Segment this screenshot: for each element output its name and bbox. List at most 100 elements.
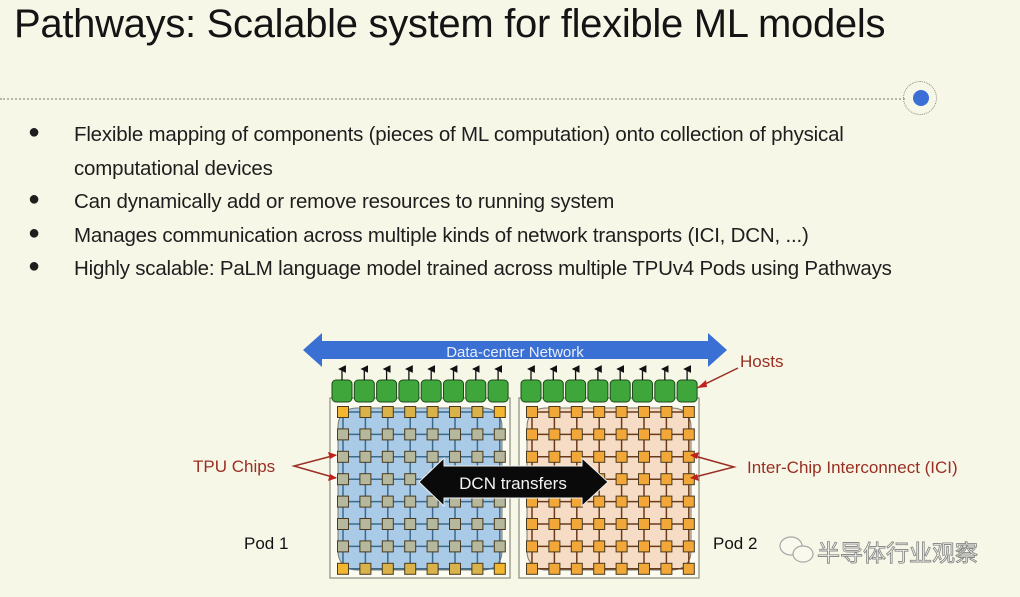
tpu-chip: [638, 450, 650, 463]
tpu-chip: [471, 562, 484, 575]
dcn-label: DCN transfers: [459, 474, 567, 493]
tpu-chip: [526, 450, 538, 463]
tpu-chip: [615, 540, 628, 553]
tpu-chip: [404, 428, 417, 441]
bullet-marker: ●: [28, 255, 40, 277]
host: [353, 379, 375, 403]
tpu-chip: [638, 562, 650, 575]
host: [542, 379, 564, 403]
tpu-chip: [615, 428, 628, 441]
tpu-chip: [615, 406, 628, 418]
tpu-chip: [449, 562, 461, 575]
bullet-text: Highly scalable: PaLM language model tra…: [74, 257, 892, 280]
tpu-chip: [682, 562, 695, 575]
host: [520, 379, 542, 403]
tpu-chip: [471, 428, 484, 441]
tpu-chip: [404, 406, 417, 418]
tpu-chip: [660, 495, 673, 508]
tpu-chips-label: TPU Chips: [193, 457, 275, 476]
tpu-chip: [337, 518, 349, 530]
tpu-chip: [548, 518, 561, 530]
tpu-chip: [493, 450, 506, 463]
tpu-chip: [449, 518, 461, 530]
tpu-chip: [570, 428, 583, 441]
tpu-chip: [682, 540, 695, 553]
tpu-chip: [548, 428, 561, 441]
host: [676, 379, 698, 403]
host: [331, 379, 353, 403]
tpu-chip: [570, 406, 583, 418]
host: [632, 379, 653, 403]
tpu-chip: [593, 562, 606, 575]
ici-pointer-head: [690, 452, 699, 459]
tpu-chip: [404, 518, 417, 530]
host: [587, 379, 609, 403]
tpu-chip: [337, 473, 349, 486]
host: [465, 379, 487, 403]
data-center-network-arrow: [303, 333, 727, 367]
ici-pointer-head: [690, 474, 699, 481]
tpu-chip: [381, 518, 394, 530]
host: [398, 379, 420, 403]
tpu-chip: [660, 518, 673, 530]
tpu-chip: [526, 540, 538, 553]
tpu-chip: [638, 540, 650, 553]
tpu-chip: [426, 428, 439, 441]
tpu-chip: [359, 495, 372, 508]
progress-indicator-ring: [903, 81, 937, 115]
tpu-chip: [471, 540, 484, 553]
tpu-chip: [337, 540, 349, 553]
bullet-text: Manages communication across multiple ki…: [74, 224, 809, 247]
tpu-chip: [493, 518, 506, 530]
tpu-chip: [426, 518, 439, 530]
slide-title: Pathways: Scalable system for flexible M…: [14, 2, 886, 46]
host: [609, 379, 631, 403]
tpu-chip: [471, 518, 484, 530]
bullet-text: Flexible mapping of components (pieces o…: [74, 123, 844, 146]
tpu-chip: [593, 428, 606, 441]
tpu-chip: [337, 562, 349, 575]
tpu-chip: [493, 428, 506, 441]
tpu-chip: [570, 518, 583, 530]
tpu-chip: [526, 428, 538, 441]
tpu-chip: [404, 540, 417, 553]
tpu-chip: [426, 450, 439, 463]
bullet-marker: ●: [28, 121, 40, 143]
tpu-chip: [638, 495, 650, 508]
host: [565, 379, 587, 403]
tpu-chip: [526, 406, 538, 418]
tpu-chip: [381, 562, 394, 575]
host: [376, 379, 398, 403]
tpu-chip: [471, 450, 484, 463]
hosts-label: Hosts: [740, 352, 783, 371]
bullet-text: Can dynamically add or remove resources …: [74, 190, 615, 213]
host: [654, 379, 676, 403]
tpu-chip: [682, 518, 695, 530]
tpu-chip: [449, 450, 461, 463]
tpu-chip: [449, 428, 461, 441]
ici-pointer: [690, 454, 737, 479]
tpu-chip: [426, 562, 439, 575]
tpu-chip: [493, 540, 506, 553]
tpu-chip: [570, 450, 583, 463]
tpu-chip: [593, 450, 606, 463]
tpu-chip: [682, 406, 695, 418]
bullet-text-continuation: computational devices: [74, 157, 273, 180]
tpu-chip: [548, 406, 561, 418]
tpu-chip: [404, 495, 417, 508]
tpu-chip: [337, 495, 349, 508]
pod-1-label: Pod 1: [244, 534, 288, 553]
tpu-chip: [381, 540, 394, 553]
bullet-marker: ●: [28, 188, 40, 210]
tpu-chip: [359, 562, 372, 575]
tpu-chip: [682, 473, 695, 486]
tpu-chips-pointer: [291, 454, 337, 479]
tpu-chip: [359, 540, 372, 553]
host: [420, 379, 442, 403]
tpu-chips-pointer-head: [328, 474, 337, 481]
tpu-chip: [526, 562, 538, 575]
tpu-chip: [570, 540, 583, 553]
tpu-chip: [593, 406, 606, 418]
tpu-chip: [426, 540, 439, 553]
tpu-chip: [404, 562, 417, 575]
